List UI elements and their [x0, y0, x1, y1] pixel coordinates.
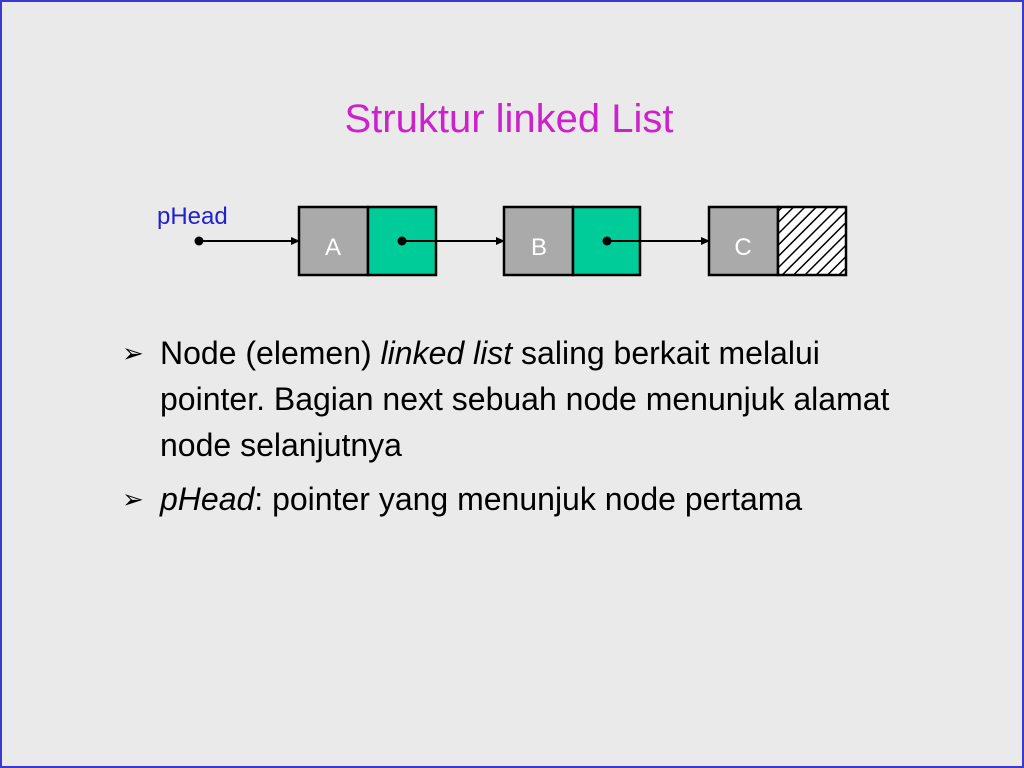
bullet-item: ➢ pHead: pointer yang menunjuk node pert…: [122, 476, 922, 522]
node-b: B: [502, 205, 642, 277]
bullet-text-part: pHead: [160, 481, 255, 517]
node-a-label: A: [325, 234, 341, 261]
bullet-list: ➢ Node (elemen) linked list saling berka…: [122, 330, 922, 530]
arrow-bullet-icon: ➢: [122, 338, 144, 368]
bullet-text-part: Node (elemen): [160, 335, 381, 371]
node-b-data-cell: [502, 205, 575, 277]
node-c-label: C: [734, 234, 751, 261]
linked-list-diagram: pHead A B C: [157, 203, 848, 277]
node-a-data-cell: [297, 205, 370, 277]
node-c-null-cell: [776, 205, 848, 277]
phead-label: pHead: [157, 203, 228, 230]
bullet-item: ➢ Node (elemen) linked list saling berka…: [122, 330, 922, 468]
bullet-text-part: saling berkait melalui pointer. Bagian n…: [160, 335, 890, 463]
slide-title: Struktur linked List: [344, 97, 674, 141]
node-c: C: [707, 205, 848, 277]
arrow-bullet-icon: ➢: [122, 484, 144, 514]
node-b-label: B: [531, 234, 547, 261]
bullet-text-part: linked list: [380, 335, 513, 371]
bullet-text-part: : pointer yang menunjuk node pertama: [254, 481, 803, 517]
node-c-data-cell: [707, 205, 780, 277]
